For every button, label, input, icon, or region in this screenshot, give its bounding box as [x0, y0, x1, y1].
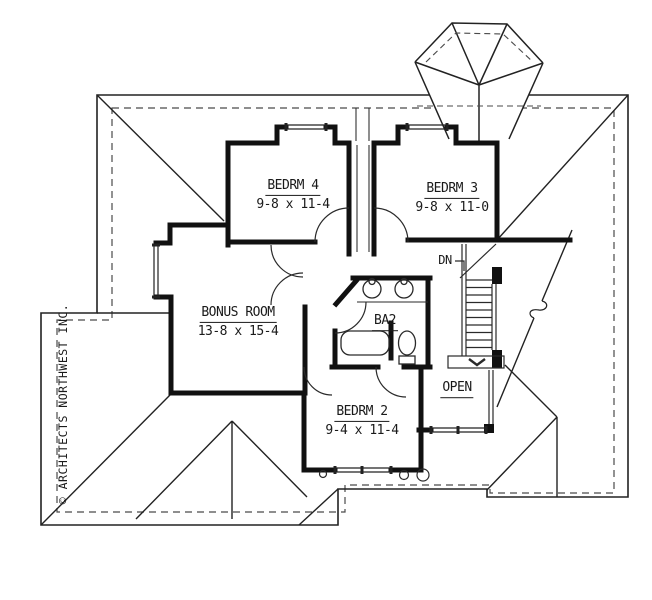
- sink-icon: [362, 279, 382, 299]
- room-label-bedrm2: BEDRM 2 9-4 x 11-4: [325, 404, 399, 438]
- roof-hip-lines: [40, 94, 629, 526]
- bathtub-icon: [340, 330, 390, 356]
- door-arcs: [270, 207, 409, 398]
- room-name: BONUS ROOM: [199, 305, 277, 323]
- staircase: [447, 243, 505, 424]
- room-name: BEDRM 2: [334, 404, 390, 422]
- downspout-circles: [318, 468, 430, 482]
- window-symbols: [152, 123, 488, 474]
- room-dimensions: 9-4 x 11-4: [325, 422, 399, 438]
- stair-down-arrow-icon: [468, 358, 486, 367]
- room-label-bedrm3: BEDRM 3 9-8 x 11-0: [415, 181, 489, 215]
- turret-roof: [414, 22, 544, 153]
- room-name: BA2: [372, 313, 398, 331]
- bathroom-fixtures: [340, 277, 428, 365]
- sink-icon: [394, 279, 414, 299]
- interior-walls: [153, 124, 573, 473]
- room-dimensions: 9-8 x 11-4: [256, 196, 330, 212]
- room-name: BEDRM 4: [265, 178, 321, 196]
- toilet-icon: [397, 330, 417, 356]
- room-label-bonus-room: BONUS ROOM 13-8 x 15-4: [198, 305, 279, 339]
- stair-dn-label: DN: [438, 252, 452, 267]
- wall-posts: [484, 267, 502, 433]
- copyright-text: © ARCHITECTS NORTHWEST INC.: [56, 303, 70, 505]
- roof-dashed-eave: [56, 107, 615, 513]
- room-dimensions: 13-8 x 15-4: [197, 323, 279, 339]
- open-to-below-label: OPEN: [440, 380, 474, 398]
- room-label-ba2: BA2: [372, 313, 398, 331]
- room-dimensions: 9-8 x 11-0: [415, 199, 489, 215]
- room-name: BEDRM 3: [424, 181, 480, 199]
- room-label-bedrm4: BEDRM 4 9-8 x 11-4: [256, 178, 330, 212]
- chimney-flue-lines: [355, 108, 370, 252]
